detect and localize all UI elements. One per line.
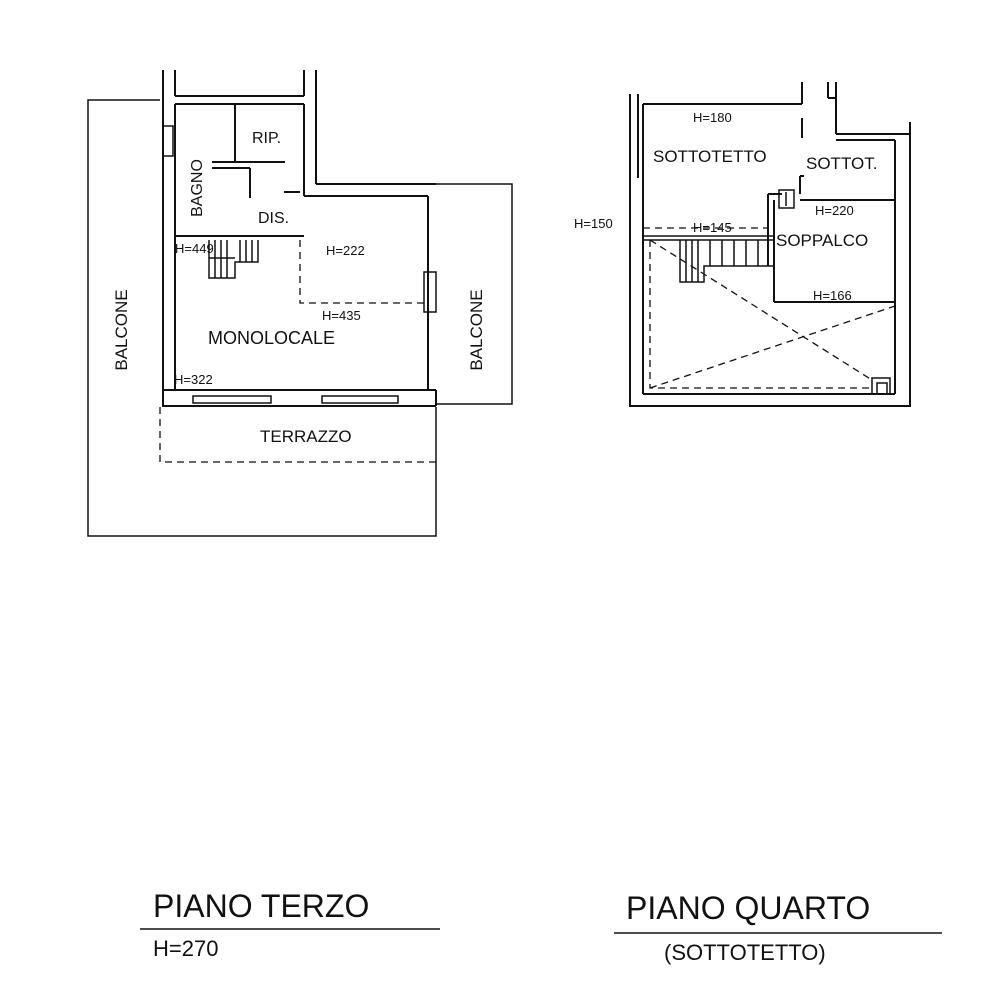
soppalco-label: SOPPALCO	[776, 231, 868, 250]
floor3-title-block: PIANO TERZO H=270	[140, 888, 440, 961]
height-322: H=322	[174, 372, 213, 387]
height-222: H=222	[326, 243, 365, 258]
floor4-title-block: PIANO QUARTO (SOTTOTETTO)	[614, 890, 942, 965]
height-180: H=180	[693, 110, 732, 125]
stair-opening	[778, 189, 795, 209]
balcone-left-label: BALCONE	[112, 289, 131, 370]
floor4-subtitle: (SOTTOTETTO)	[664, 940, 826, 965]
sottotetto-label: SOTTOTETTO	[653, 147, 767, 166]
sottot-label: SOTTOT.	[806, 154, 877, 173]
height-166: H=166	[813, 288, 852, 303]
floor3-title: PIANO TERZO	[153, 888, 369, 924]
mezzanine-outline	[299, 240, 428, 304]
window	[192, 395, 272, 404]
monolocale-label: MONOLOCALE	[208, 328, 335, 348]
floor3-height-note: H=270	[153, 936, 218, 961]
window	[162, 125, 174, 157]
outer-wall	[629, 94, 911, 407]
window	[423, 271, 437, 313]
floor4-title: PIANO QUARTO	[626, 890, 870, 926]
stair	[208, 240, 259, 279]
floor4-plan: SOTTOTETTO SOTTOT. SOPPALCO H=180 H=150 …	[574, 82, 911, 407]
terrazzo-label: TERRAZZO	[260, 427, 352, 446]
window	[321, 395, 399, 404]
bagno-label: BAGNO	[189, 159, 206, 217]
height-449: H=449	[175, 241, 214, 256]
floor3-plan: BALCONE BALCONE RIP. BAGNO DIS. MONOLOCA…	[87, 70, 513, 537]
terrazzo-outline	[159, 407, 436, 463]
stair	[679, 240, 774, 283]
balcone-right-label: BALCONE	[467, 289, 486, 370]
height-150: H=150	[574, 216, 613, 231]
dis-label: DIS.	[258, 210, 289, 227]
void-diagonal	[649, 305, 896, 389]
height-145: H=145	[693, 220, 732, 235]
chimney-inner	[876, 382, 888, 395]
height-220: H=220	[815, 203, 854, 218]
void-outline	[649, 240, 872, 389]
balcone-left-outline	[87, 99, 437, 537]
void-diagonal	[649, 239, 873, 381]
rip-label: RIP.	[252, 130, 281, 147]
height-435: H=435	[322, 308, 361, 323]
balcone-right-outline	[436, 183, 513, 405]
